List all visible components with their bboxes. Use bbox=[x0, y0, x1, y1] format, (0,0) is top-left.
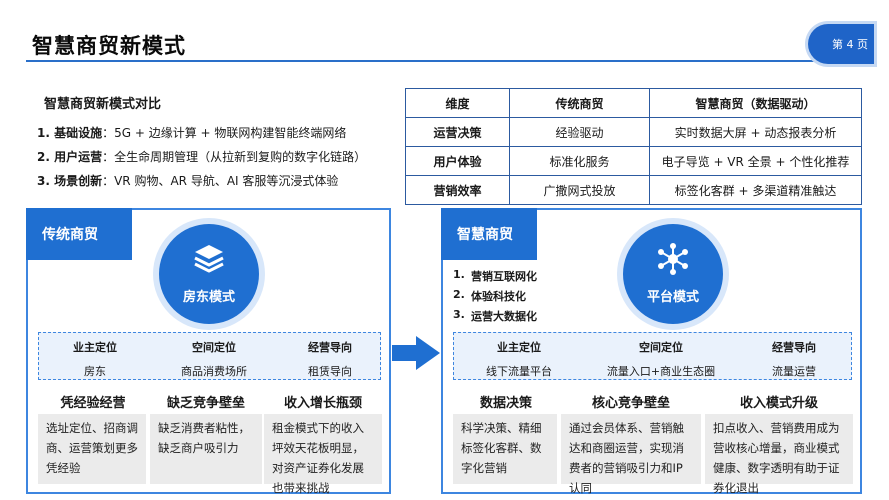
landlord-model-circle: 房东模式 bbox=[159, 224, 259, 324]
benefit-description: 通过会员体系、营销触达和商圈运营，实现消费者的营销吸引力和IP认同 bbox=[561, 414, 701, 495]
column-value: 商品消费场所 bbox=[181, 365, 247, 378]
issue-description: 缺乏消费者粘性，缺乏商户吸引力 bbox=[150, 414, 262, 484]
bullet-item: 1. 基础设施 ：5G + 边缘计算 + 物联网构建智能终端网络 bbox=[37, 124, 366, 148]
step-text: 运营大数据化 bbox=[471, 310, 537, 323]
positioning-column: 业主定位 房东 bbox=[45, 339, 145, 379]
table-header-cell: 维度 bbox=[405, 88, 510, 118]
issue-heading: 收入增长瓶颈 bbox=[283, 396, 362, 411]
table-cell: 电子导览 + VR 全景 + 个性化推荐 bbox=[649, 146, 862, 176]
page-indicator-badge: 第 4 页 bbox=[808, 24, 874, 64]
step-number: 2. bbox=[453, 288, 465, 301]
table-row-header: 用户体验 bbox=[405, 146, 510, 176]
bullet-text: ：5G + 边缘计算 + 物联网构建智能终端网络 bbox=[102, 126, 347, 140]
step-number: 3. bbox=[453, 308, 465, 321]
table-cell: 经验驱动 bbox=[509, 117, 650, 147]
bullet-head: 1. 基础设施 bbox=[37, 126, 103, 140]
column-head: 空间定位 bbox=[192, 341, 236, 354]
benefit-description: 科学决策、精细标签化客群、数字化营销 bbox=[453, 414, 557, 484]
smart-panel: 智慧商贸 1. 营销互联网化 2. 体验科技化 3. 运营大数据化 bbox=[441, 208, 862, 495]
column-head: 业主定位 bbox=[497, 341, 541, 354]
bullet-item: 2. 用户运营 ：全生命周期管理（从拉新到复购的数字化链路） bbox=[37, 148, 366, 172]
positioning-column: 经营导向 租赁导向 bbox=[285, 339, 375, 379]
step-text: 营销互联网化 bbox=[471, 270, 537, 283]
step-list: 1. 营销互联网化 2. 体验科技化 3. 运营大数据化 bbox=[447, 268, 537, 328]
benefit-description: 扣点收入、营销费用成为营收核心增量，商业模式健康、数字透明有助于证券化退出 bbox=[705, 414, 853, 495]
column-head: 经营导向 bbox=[772, 341, 816, 354]
column-value: 流量运营 bbox=[772, 365, 816, 378]
positioning-column: 空间定位 商品消费场所 bbox=[159, 339, 269, 379]
column-head: 业主定位 bbox=[73, 341, 117, 354]
column-value: 流量入口+商业生态圈 bbox=[606, 365, 716, 378]
table-header-cell: 智慧商贸（数据驱动） bbox=[649, 88, 862, 118]
column-value: 房东 bbox=[84, 365, 106, 378]
column-value: 线下流量平台 bbox=[486, 365, 552, 378]
table-row: 运营决策 经验驱动 实时数据大屏 + 动态报表分析 bbox=[405, 117, 862, 147]
layers-icon bbox=[194, 245, 224, 273]
benefit-heading: 核心竞争壁垒 bbox=[591, 396, 670, 411]
table-cell: 实时数据大屏 + 动态报表分析 bbox=[649, 117, 862, 147]
bullet-head: 2. 用户运营 bbox=[37, 150, 103, 164]
bullet-item: 3. 场景创新 ：VR 购物、AR 导航、AI 客服等沉浸式体验 bbox=[37, 172, 366, 196]
step-item: 2. 体验科技化 bbox=[447, 288, 537, 308]
positioning-box: 业主定位 房东 空间定位 商品消费场所 经营导向 租赁导向 bbox=[38, 332, 381, 380]
bullet-text: ：VR 购物、AR 导航、AI 客服等沉浸式体验 bbox=[102, 174, 339, 188]
table-header-row: 维度 传统商贸 智慧商贸（数据驱动） bbox=[405, 88, 862, 118]
positioning-column: 空间定位 流量入口+商业生态圈 bbox=[596, 339, 726, 379]
column-head: 经营导向 bbox=[308, 341, 352, 354]
column-value: 租赁导向 bbox=[308, 365, 352, 378]
benefit-heading: 收入模式升级 bbox=[739, 396, 818, 411]
table-row: 用户体验 标准化服务 电子导览 + VR 全景 + 个性化推荐 bbox=[405, 146, 862, 176]
traditional-tag: 传统商贸 bbox=[26, 208, 132, 260]
positioning-column: 业主定位 线下流量平台 bbox=[464, 339, 574, 379]
bullet-list: 1. 基础设施 ：5G + 边缘计算 + 物联网构建智能终端网络 2. 用户运营… bbox=[37, 124, 366, 196]
bullet-head: 3. 场景创新 bbox=[37, 174, 103, 188]
page-number: 第 4 页 bbox=[832, 38, 868, 51]
table-cell: 标准化服务 bbox=[509, 146, 650, 176]
comparison-table: 维度 传统商贸 智慧商贸（数据驱动） 运营决策 经验驱动 实时数据大屏 + 动态… bbox=[405, 88, 862, 205]
section-subtitle: 智慧商贸新模式对比 bbox=[44, 97, 162, 112]
benefit-heading: 数据决策 bbox=[479, 396, 532, 411]
issue-description: 选址定位、招商调商、运营策划更多凭经验 bbox=[38, 414, 146, 484]
step-number: 1. bbox=[453, 268, 465, 281]
table-cell: 广撒网式投放 bbox=[509, 175, 650, 205]
table-row-header: 运营决策 bbox=[405, 117, 510, 147]
page-title: 智慧商贸新模式 bbox=[32, 34, 186, 58]
table-row: 营销效率 广撒网式投放 标签化客群 + 多渠道精准触达 bbox=[405, 175, 862, 205]
step-item: 3. 运营大数据化 bbox=[447, 308, 537, 328]
circle-label: 平台模式 bbox=[646, 290, 699, 305]
table-cell: 标签化客群 + 多渠道精准触达 bbox=[649, 175, 862, 205]
table-row-header: 营销效率 bbox=[405, 175, 510, 205]
circle-label: 房东模式 bbox=[182, 290, 235, 305]
smart-tag: 智慧商贸 bbox=[441, 208, 537, 260]
issue-heading: 缺乏竞争壁垒 bbox=[166, 396, 245, 411]
right-arrow-icon bbox=[392, 336, 440, 370]
step-text: 体验科技化 bbox=[471, 290, 526, 303]
positioning-box: 业主定位 线下流量平台 空间定位 流量入口+商业生态圈 经营导向 流量运营 bbox=[453, 332, 852, 380]
issue-heading: 凭经验经营 bbox=[60, 396, 126, 411]
positioning-column: 经营导向 流量运营 bbox=[744, 339, 844, 379]
traditional-panel: 传统商贸 房东模式 业主定位 房东 空间定位 商品消费场所 经营导向 租赁导向 … bbox=[26, 208, 391, 495]
step-item: 1. 营销互联网化 bbox=[447, 268, 537, 288]
issue-description: 租金模式下的收入坪效天花板明显，对资产证券化发展也带来挑战 bbox=[264, 414, 382, 495]
table-header-cell: 传统商贸 bbox=[509, 88, 650, 118]
bullet-text: ：全生命周期管理（从拉新到复购的数字化链路） bbox=[102, 150, 367, 164]
network-icon bbox=[658, 243, 688, 275]
platform-model-circle: 平台模式 bbox=[623, 224, 723, 324]
title-divider bbox=[26, 60, 826, 62]
column-head: 空间定位 bbox=[639, 341, 683, 354]
